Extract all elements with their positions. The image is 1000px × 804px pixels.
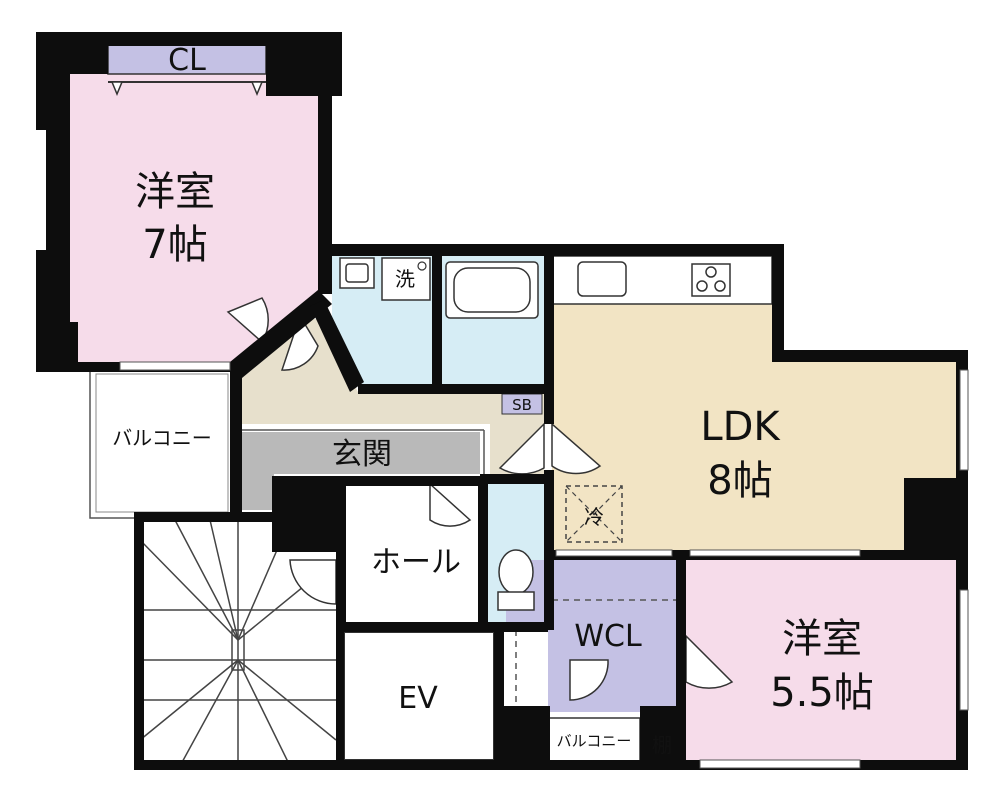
wash-label: 洗 (395, 267, 415, 291)
balcony-small-area (547, 717, 641, 765)
wash-basin (339, 257, 375, 289)
bedroom-5-5-size: 5.5帖 (770, 670, 874, 716)
bedroom-7-floor (70, 70, 318, 362)
ev-label: EV (398, 681, 438, 716)
bedroom-5-5-name: 洋室 (782, 616, 862, 662)
entry-corridor-floor (238, 316, 544, 480)
bathtub (445, 261, 539, 319)
cl-label: CL (168, 43, 206, 78)
hall-label: ホール (371, 545, 461, 580)
bedroom-7-size: 7帖 (142, 222, 207, 268)
door-swings (226, 297, 734, 701)
wcl-label: WCL (574, 619, 642, 654)
washing-machine-space (381, 257, 431, 301)
shelf-label: 棚 (652, 733, 672, 757)
genkan-label: 玄関 (332, 437, 392, 472)
stove-icon (691, 263, 731, 297)
fridge-space (565, 485, 623, 543)
ldk-name: LDK (700, 404, 781, 450)
bedroom-5-5-floor (686, 560, 958, 764)
balcony-west-label: バルコニー (112, 426, 212, 450)
sb-label: SB (512, 396, 532, 414)
fridge-label: 冷 (584, 505, 604, 529)
balcony-west-area (89, 367, 235, 519)
bedroom-7-name: 洋室 (135, 169, 215, 215)
ldk-floor (552, 256, 956, 550)
ldk-size: 8帖 (707, 458, 772, 504)
elevator-shaft (343, 631, 495, 761)
toilet-icon (497, 549, 535, 611)
balcony-small-label: バルコニー (557, 732, 632, 750)
genkan-floor (242, 432, 480, 510)
windows (119, 361, 969, 769)
kitchen-sink (577, 261, 627, 297)
